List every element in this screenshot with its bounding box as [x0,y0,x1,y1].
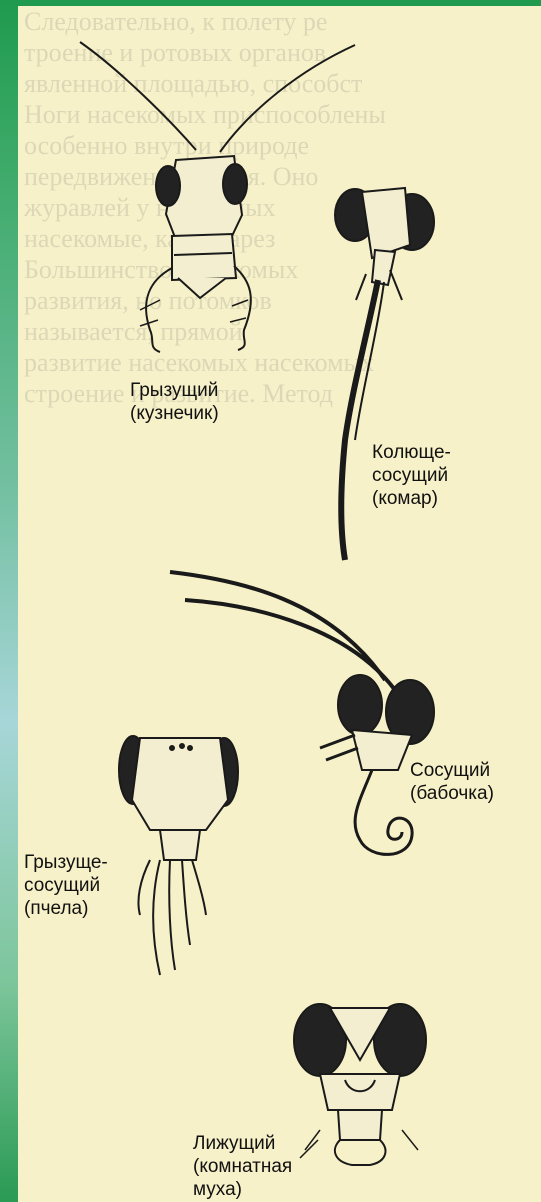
grasshopper-head-drawing [80,42,355,352]
label-grasshopper: Грызущий (кузнечик) [130,379,219,425]
label-line: (комар) [372,487,451,510]
bee-head-drawing [119,736,238,975]
label-mosquito: Колюще- сосущий (комар) [372,441,451,510]
label-line: Лижущий [193,1132,292,1155]
label-bee: Грызуще- сосущий (пчела) [24,851,108,920]
label-line: сосущий [24,874,108,897]
label-line: Сосущий [410,759,494,782]
label-line: (бабочка) [410,782,494,805]
label-line: Грызущий [130,379,219,402]
label-butterfly: Сосущий (бабочка) [410,759,494,805]
label-line: (кузнечик) [130,402,219,425]
insect-mouthparts-illustration [18,6,541,1202]
label-line: Колюще- [372,441,451,464]
label-line: сосущий [372,464,451,487]
label-housefly: Лижущий (комнатная муха) [193,1132,292,1201]
label-line: (комнатная [193,1155,292,1178]
textbook-page: Следовательно, к полету ре троение и рот… [18,6,541,1202]
label-line: Грызуще- [24,851,108,874]
housefly-head-drawing [294,1004,426,1165]
label-line: (пчела) [24,897,108,920]
label-line: муха) [193,1178,292,1201]
